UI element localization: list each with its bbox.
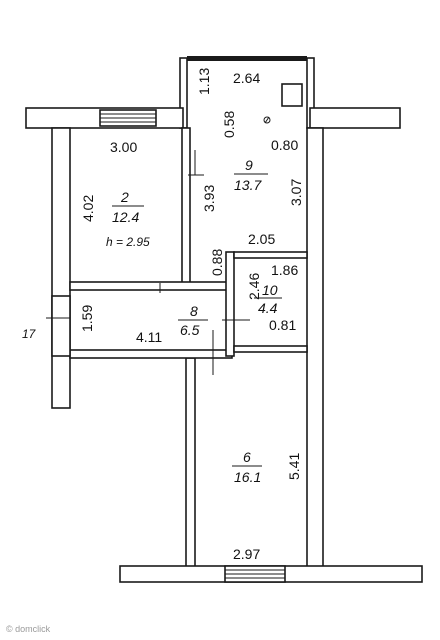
room-9-area: 13.7 bbox=[234, 177, 262, 193]
dim-2-46: 2.46 bbox=[246, 273, 262, 300]
room-8-number: 8 bbox=[190, 303, 198, 319]
wall-room2-right bbox=[181, 127, 191, 289]
watermark: © domclick bbox=[6, 624, 51, 634]
room-2-number: 2 bbox=[120, 189, 129, 205]
label-17: 17 bbox=[22, 327, 37, 341]
room-6-area: 16.1 bbox=[234, 469, 261, 485]
wall-bay-top bbox=[187, 56, 307, 61]
symbol-circle bbox=[263, 116, 271, 124]
room-labels: 2 12.4 h = 2.95 9 13.7 10 4.4 8 6.5 6 16… bbox=[106, 157, 282, 485]
wall-room6-left bbox=[185, 357, 196, 569]
dim-0-81: 0.81 bbox=[269, 317, 296, 333]
dim-2-64: 2.64 bbox=[233, 70, 260, 86]
wall-room10-top bbox=[233, 251, 308, 259]
wall-room10-bottom bbox=[233, 345, 308, 353]
dim-5-41: 5.41 bbox=[286, 453, 302, 480]
dim-2-05: 2.05 bbox=[248, 231, 275, 247]
dim-3-07: 3.07 bbox=[288, 179, 304, 206]
room-2-area: 12.4 bbox=[112, 209, 139, 225]
room-6-number: 6 bbox=[243, 449, 251, 465]
wall-left bbox=[51, 127, 71, 409]
dim-1-59: 1.59 bbox=[79, 305, 95, 332]
dimensions: 2.64 1.13 0.58 3.00 0.80 4.02 3.93 3.07 … bbox=[22, 68, 304, 562]
wall-top-right bbox=[309, 107, 401, 129]
dim-4-11: 4.11 bbox=[136, 329, 162, 345]
wall-left-ext bbox=[51, 295, 71, 357]
dim-3-93: 3.93 bbox=[201, 185, 217, 212]
dim-4-02: 4.02 bbox=[80, 195, 96, 222]
room-2-height: h = 2.95 bbox=[106, 235, 150, 249]
room-9-number: 9 bbox=[245, 157, 253, 173]
room-10-area: 4.4 bbox=[258, 300, 278, 316]
dim-1-13: 1.13 bbox=[196, 68, 212, 95]
dim-0-58: 0.58 bbox=[221, 111, 237, 138]
dim-3-00: 3.00 bbox=[110, 139, 137, 155]
wall-vent bbox=[281, 83, 303, 107]
wall-room10-left bbox=[225, 251, 235, 357]
room-8-area: 6.5 bbox=[180, 322, 200, 338]
wall-right bbox=[306, 127, 324, 569]
wall-room8-bottom bbox=[69, 349, 233, 359]
walls bbox=[25, 56, 423, 583]
room-10-number: 10 bbox=[262, 282, 278, 298]
dim-1-86: 1.86 bbox=[271, 262, 298, 278]
wall-room8-top bbox=[69, 281, 233, 291]
dim-2-97: 2.97 bbox=[233, 546, 260, 562]
dim-0-88: 0.88 bbox=[209, 249, 225, 276]
dim-0-80: 0.80 bbox=[271, 137, 298, 153]
